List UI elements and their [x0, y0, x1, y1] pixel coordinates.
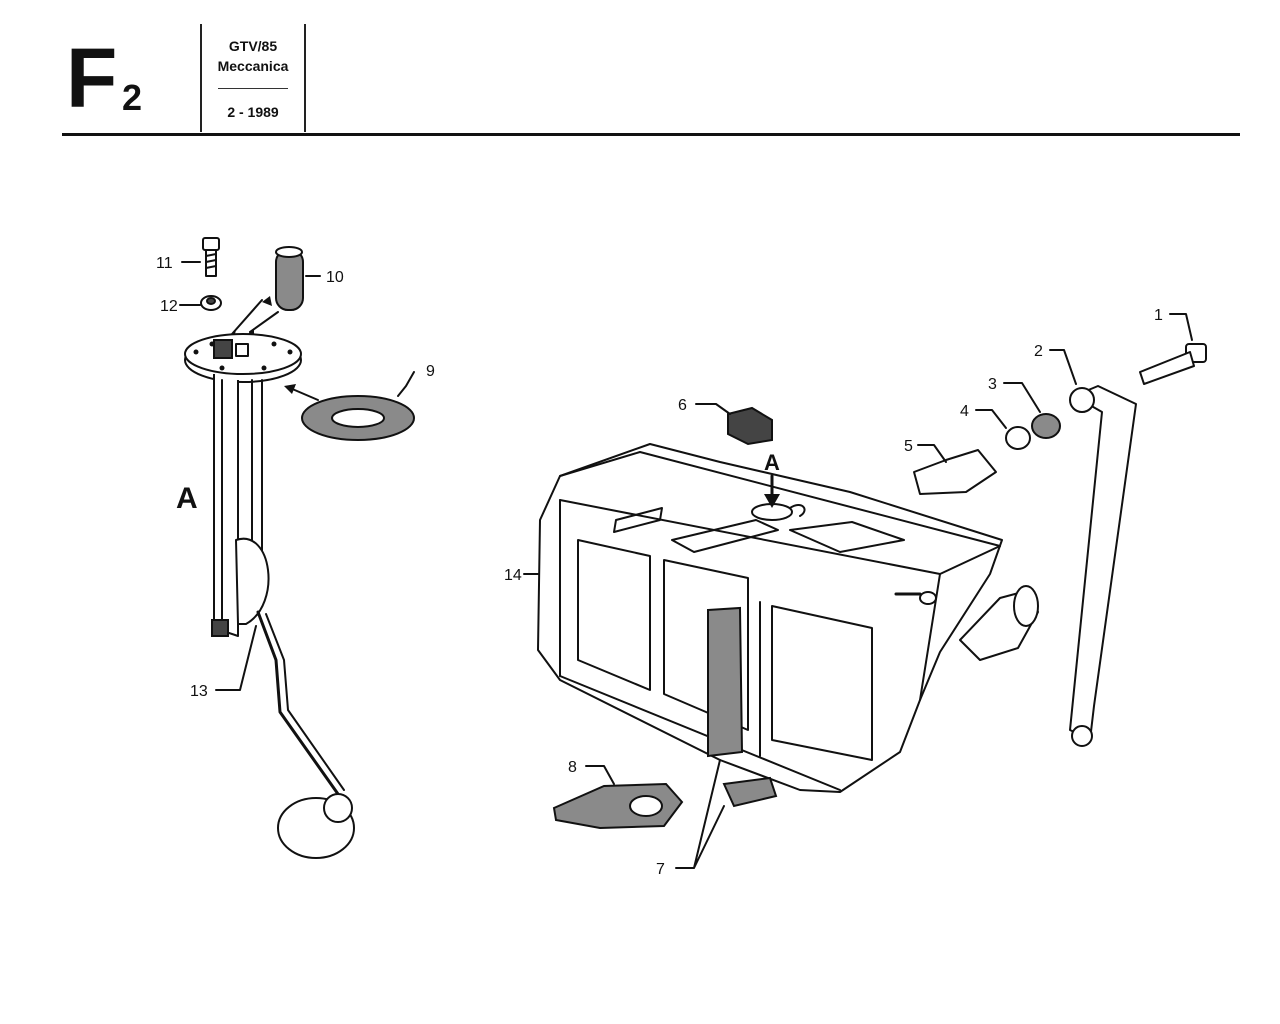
part-3-spacer	[1031, 413, 1061, 439]
callout-5: 5	[904, 438, 913, 455]
model-label: GTV/85	[228, 38, 278, 54]
callout-4: 4	[960, 403, 969, 420]
sender-float	[277, 793, 355, 859]
part-2-tank-strap	[1069, 385, 1137, 747]
callout-12: 12	[160, 298, 178, 315]
callout-9: 9	[426, 363, 435, 380]
callout-2: 2	[1034, 343, 1043, 360]
callout-7: 7	[656, 861, 665, 878]
part-14-fuel-tank	[537, 443, 1039, 793]
fuel-level-sender-assembly	[184, 237, 415, 859]
section-number: 2	[122, 77, 143, 118]
part-7-tank-pads	[707, 606, 778, 808]
view-label-a-tank: A	[764, 450, 780, 475]
title-box: GTV/85 Meccanica 2 - 1989	[200, 24, 306, 132]
part-11-screw	[202, 237, 220, 277]
view-label-a-left: A	[176, 482, 198, 515]
callout-14: 14	[504, 567, 522, 584]
part-9-flange-gasket	[301, 395, 415, 441]
callout-10: 10	[326, 269, 344, 286]
callout-1: 1	[1154, 307, 1163, 324]
sender-flange	[184, 333, 302, 383]
callout-6: 6	[678, 397, 687, 414]
title-box-divider	[218, 88, 288, 89]
part-1-bolt	[1139, 343, 1207, 385]
part-8-rubber-mount	[552, 782, 684, 830]
date-label: 2 - 1989	[227, 104, 279, 120]
part-12-washer	[200, 295, 222, 311]
part-4-bushing	[1005, 426, 1031, 450]
header-rule	[62, 133, 1240, 136]
section-letter: F	[66, 31, 117, 125]
callout-leaders	[179, 261, 1193, 869]
part-10-filter-sleeve	[275, 246, 304, 311]
callout-3: 3	[988, 376, 997, 393]
section-label: Meccanica	[217, 58, 289, 74]
callout-11: 11	[156, 255, 173, 272]
callout-13: 13	[190, 683, 208, 700]
sender-float-pivot	[235, 537, 270, 625]
part-6-tank-pad	[727, 406, 773, 446]
callout-8: 8	[568, 759, 577, 776]
part-5-bracket	[913, 449, 997, 495]
